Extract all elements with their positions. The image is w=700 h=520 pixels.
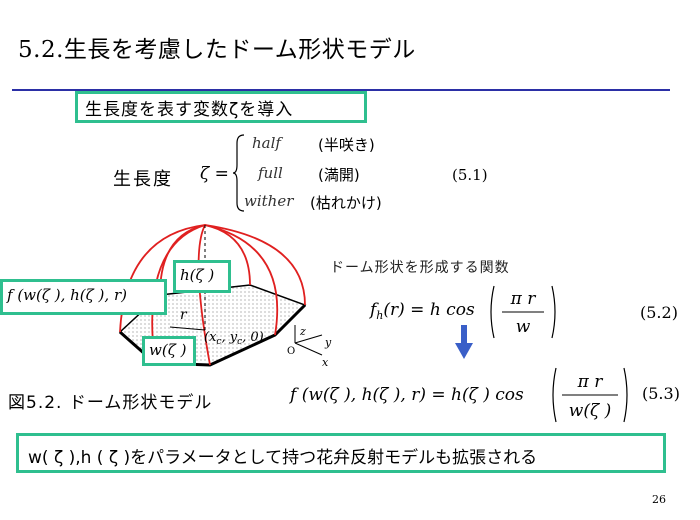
case-term: wither [244, 192, 294, 210]
page-number: 26 [652, 493, 666, 506]
origin-label: O [287, 346, 295, 357]
title-divider [12, 89, 670, 91]
svg-text:w: w [516, 317, 531, 337]
base-back-edge [119, 284, 306, 333]
case-row-half: half (半咲き) [252, 134, 375, 154]
case-row-wither: wither (枯れかけ) [244, 192, 382, 212]
case-brace [232, 134, 245, 212]
intro-text: 生長度を表す変数ζを導入 [85, 100, 294, 120]
svg-text:π r: π r [577, 372, 604, 392]
equation-5-3-fraction: π r w(ζ ) [552, 367, 628, 423]
equation-number-5-2: (5.2) [640, 303, 678, 322]
w-label: w(ζ ) [149, 341, 187, 359]
radius-label: r [180, 307, 188, 323]
case-term: full [258, 164, 283, 182]
down-arrow-icon [455, 325, 473, 359]
case-term: half [252, 134, 281, 152]
equation-5-2-fraction: π r w [490, 285, 556, 339]
svg-text:π r: π r [510, 289, 537, 309]
axis-x-label: x [322, 356, 329, 369]
dome-curves [119, 224, 306, 366]
axis-z-label: z [299, 325, 306, 338]
axis-y-label: y [324, 336, 332, 349]
equation-number-5-1: (5.1) [452, 166, 488, 184]
axes [294, 325, 323, 356]
bottom-text: w( ζ ),h ( ζ )をパラメータとして持つ花弁反射モデルも拡張される [28, 448, 538, 468]
equation-5-3-lhs: f (w(ζ ), h(ζ ), r) = h(ζ ) cos [290, 385, 524, 405]
case-gloss: (枯れかけ) [310, 194, 382, 212]
growth-label: 生長度 [113, 169, 173, 190]
slide-title: 5.2.生長を考慮したドーム形状モデル [18, 37, 416, 63]
center-label: (xc, yc, 0) [204, 330, 264, 347]
svg-text:w(ζ ): w(ζ ) [569, 401, 611, 421]
case-gloss: (満開) [318, 166, 360, 184]
h-label: h(ζ ) [180, 266, 215, 284]
equation-5-2-lhs: fh(r) = h cos [370, 300, 475, 322]
w-label-box [142, 336, 196, 366]
f-label: f (w(ζ ), h(ζ ), r) [7, 286, 127, 304]
case-row-full: full (満開) [258, 164, 360, 184]
f-label-box [0, 279, 167, 315]
dome-function-label: ドーム形状を形成する関数 [330, 260, 510, 276]
zeta-lhs: ζ = [200, 164, 229, 184]
bottom-highlight-box [16, 433, 666, 473]
case-gloss: (半咲き) [318, 136, 375, 154]
radius-line [169, 326, 206, 331]
h-label-box [173, 260, 231, 293]
figure-caption: 図5.2. ドーム形状モデル [8, 393, 213, 413]
equation-number-5-3: (5.3) [642, 384, 680, 403]
intro-highlight-box [75, 91, 367, 123]
